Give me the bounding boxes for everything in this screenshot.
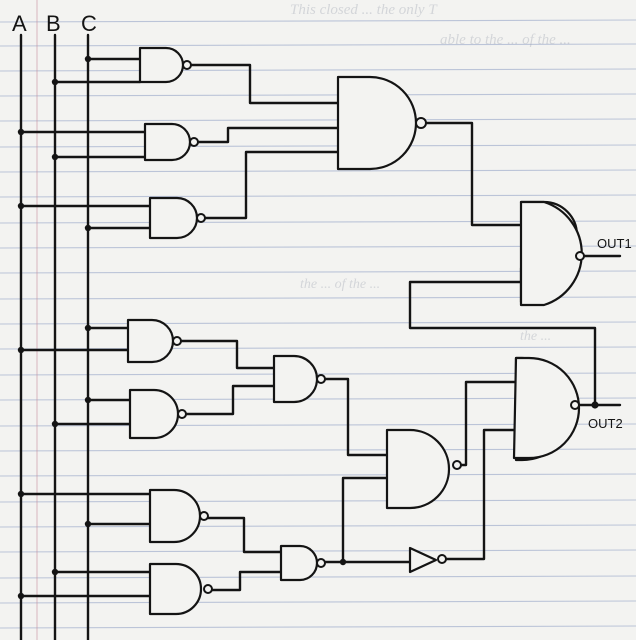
note-top-left: This closed ... the only T (290, 2, 438, 18)
gate-g9 (148, 488, 209, 544)
output-label-out2: OUT2 (588, 416, 623, 431)
junctions (17, 55, 599, 600)
gate-g3 (148, 196, 206, 240)
note-right: the ... (520, 329, 551, 344)
note-top-right: able to the ... of the ... (440, 32, 571, 48)
gate-g13-not (408, 546, 447, 574)
gate-g4 (336, 75, 427, 171)
input-label-b: B (46, 11, 61, 36)
faint-notes: This closed ... the only T able to the .… (290, 2, 571, 344)
input-label-c: C (81, 11, 97, 36)
input-bus (19, 33, 90, 640)
gate-g11 (279, 544, 326, 582)
wires (19, 57, 622, 598)
gate-g5 (519, 200, 585, 307)
gate-g14 (512, 356, 581, 462)
input-label-a: A (12, 11, 27, 36)
gate-g10 (148, 562, 213, 616)
output-label-out1: OUT1 (597, 236, 632, 251)
gate-g1 (138, 46, 192, 84)
note-mid: the ... of the ... (300, 277, 380, 292)
gate-g2 (143, 122, 199, 162)
gate-g12 (385, 428, 462, 510)
gate-g6 (126, 318, 182, 364)
gate-g8 (272, 354, 326, 404)
gate-g7 (128, 388, 187, 440)
